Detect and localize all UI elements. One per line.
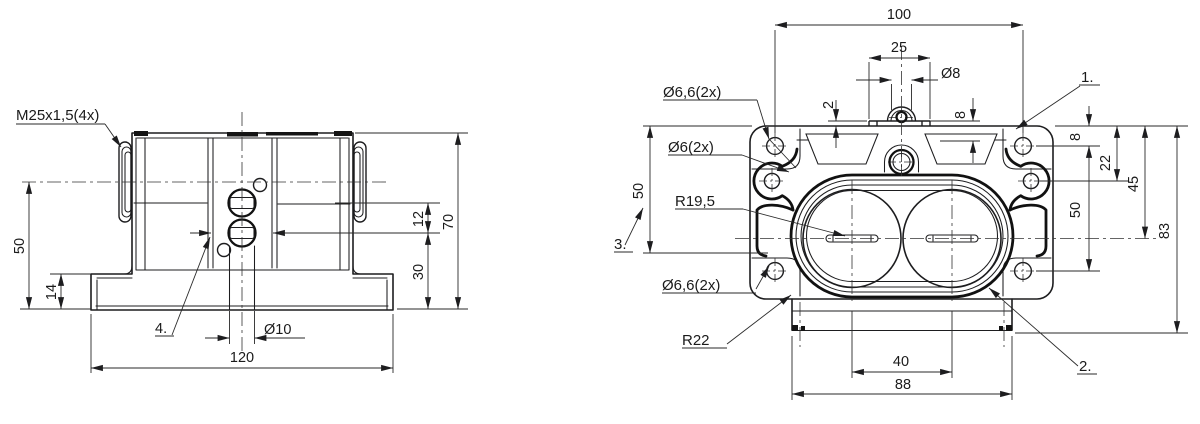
front-flange-fillets: [123, 265, 362, 275]
front-view: M25x1,5(4x) 50 14 4. Ø10 120 12 30 70: [12, 107, 468, 373]
item3-label: 3.: [614, 236, 627, 253]
top-view-centerlines: [735, 46, 1160, 347]
dim-bore-spacing: 40: [893, 354, 909, 370]
hook-arc: [752, 147, 799, 212]
hook-wall: [755, 203, 795, 258]
dim-edge-axis: 45: [1126, 176, 1142, 192]
r22-leader: [726, 294, 792, 345]
small-hole-upper: [252, 177, 268, 193]
dim-boss-depth: 8: [953, 111, 969, 119]
dim-overall-depth: 83: [1157, 223, 1173, 239]
top-extension-lines: [643, 30, 1188, 400]
front-extension-lines: [20, 132, 468, 373]
dim-axis-height: 50: [12, 238, 28, 254]
dim-edge-top-holes: 8: [1068, 133, 1084, 141]
seal-strip: [227, 132, 258, 137]
r195-leader: [742, 208, 846, 237]
item1-leader: [1015, 85, 1081, 130]
top-boss: [868, 106, 931, 126]
foot: [792, 325, 798, 331]
dim-boss-hole: Ø8: [941, 66, 960, 82]
boss-arc-inner: [890, 110, 913, 122]
d66-bottom-label: Ø6,6(2x): [662, 277, 720, 294]
seal-channel-outer: [789, 173, 1015, 299]
dim-base-hole: Ø10: [264, 322, 291, 338]
item2-leader: [988, 287, 1079, 367]
wall-cutouts: [805, 133, 998, 165]
top-view: 100 25 Ø8 2 8 1. Ø6,6(2x) Ø6(2x) 50 R19,…: [614, 7, 1188, 400]
item4-leader: [171, 236, 211, 336]
dim-left-height: 50: [631, 183, 647, 199]
dim-base-width: 120: [230, 350, 254, 366]
lower-body-lines: [791, 310, 1013, 332]
foot: [801, 326, 805, 331]
thread-leader: [104, 123, 122, 148]
seal-strip: [134, 131, 148, 136]
dim-edge-side-holes: 22: [1098, 155, 1114, 171]
foot: [1006, 325, 1012, 331]
lower-body-sides: [791, 298, 1013, 331]
thread-label: M25x1,5(4x): [16, 107, 99, 124]
d66-top-label: Ø6,6(2x): [663, 84, 721, 101]
dim-lower-height: 30: [411, 264, 427, 280]
seal-strip: [334, 131, 352, 136]
d66-top-leader-tail: [768, 138, 797, 169]
dim-pattern-width: 100: [887, 7, 911, 23]
dim-body-width: 88: [895, 377, 911, 393]
item1-label: 1.: [1081, 69, 1094, 86]
seal-strip: [266, 132, 318, 136]
item2-label: 2.: [1079, 358, 1092, 375]
center-tab: [883, 144, 920, 173]
r22-label: R22: [682, 332, 710, 349]
d6-side-label: Ø6(2x): [668, 139, 714, 156]
front-body-outline: [90, 132, 394, 311]
item3-leader: [624, 207, 644, 246]
r195-label: R19,5: [675, 193, 715, 210]
dim-screw-gap: 12: [411, 211, 427, 227]
label-underlines-front: [16, 123, 174, 337]
foot: [999, 326, 1003, 331]
d6-side-leader: [741, 154, 790, 173]
d66-bottom-leader: [755, 265, 770, 290]
small-hole-lower: [216, 242, 232, 258]
dim-pad-height: 2: [821, 101, 837, 109]
dim-total-height: 70: [441, 214, 457, 230]
d66-top-leader: [756, 99, 770, 140]
dim-boss-pad-width: 25: [891, 40, 907, 56]
dim-flange-thickness: 14: [44, 284, 60, 300]
lower-body: [791, 298, 1013, 332]
label-underlines-top: [614, 84, 1100, 375]
seal-channel-hook-left: [752, 147, 799, 258]
dim-pattern-height: 50: [1068, 202, 1084, 218]
item4-label: 4.: [155, 321, 167, 337]
